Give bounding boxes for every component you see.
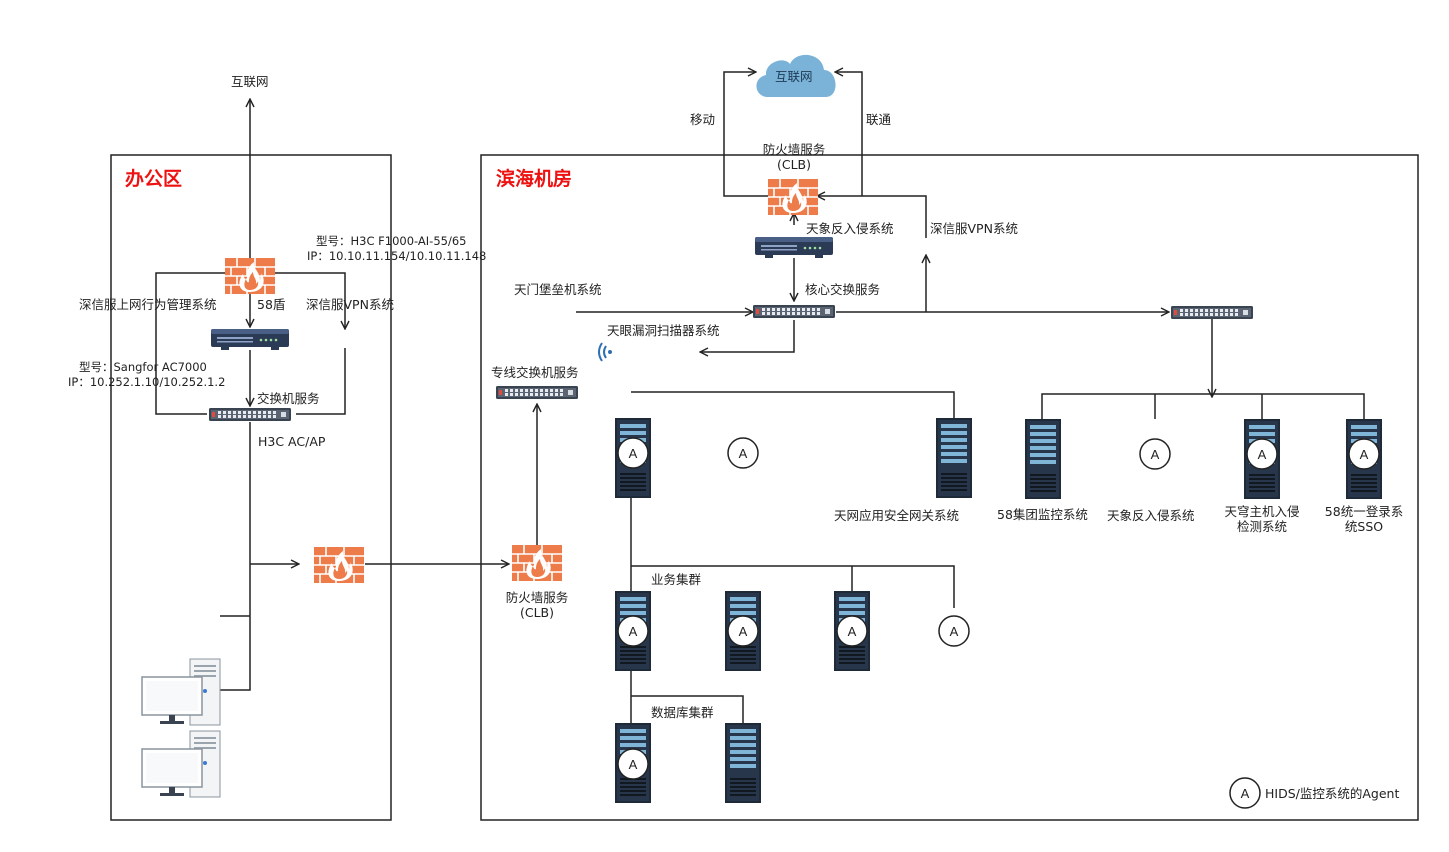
ac-model-label: 型号：Sangfor AC7000	[79, 360, 207, 374]
agent-letter: A	[629, 757, 638, 772]
group-monitor-label: 58集团监控系统	[997, 507, 1088, 522]
tianwang-label: 天网应用安全网关系统	[834, 508, 960, 523]
datacenter-entry-firewall-icon	[511, 544, 563, 582]
dedicated-switch-icon	[496, 386, 578, 399]
scanner-wave-icon	[598, 342, 612, 362]
datacenter-top-firewall-icon	[767, 178, 819, 216]
agent-letter: A	[950, 624, 959, 639]
cloud-icon	[756, 54, 836, 97]
tianxiang-label: 天象反入侵系统	[806, 221, 894, 236]
entry-firewall-label: 防火墙服务 (CLB)	[495, 590, 579, 620]
tianxiang-device-icon	[755, 237, 833, 258]
core-switch-label: 核心交换服务	[805, 282, 881, 297]
office-switch-label: 交换机服务	[257, 391, 320, 406]
office-zone-title: 办公区	[125, 168, 183, 190]
office-links	[155, 100, 508, 691]
tianqiong-label-line1: 天穹主机入侵	[1224, 504, 1300, 519]
h3c-ac-label: H3C AC/AP	[258, 434, 326, 449]
agent-letter: A	[848, 624, 857, 639]
server-icon	[936, 418, 972, 498]
business-cluster-label: 业务集群	[651, 572, 702, 587]
datacenter-zone-title: 滨海机房	[496, 168, 573, 190]
agent-letter: A	[629, 446, 638, 461]
db-cluster-label: 数据库集群	[651, 705, 714, 720]
tianqiong-label: 天穹主机入侵 检测系统	[1212, 504, 1312, 534]
ac-ip-label: IP：10.252.1.10/10.252.1.2	[68, 375, 226, 389]
vpn-tunnel-firewall-icon	[313, 546, 365, 584]
dedicated-switch-label: 专线交换机服务	[491, 365, 579, 380]
sso-label-line1: 58统一登录系	[1324, 504, 1404, 519]
top-firewall-label: 防火墙服务 (CLB)	[752, 142, 836, 172]
agent-letter: A	[1258, 447, 1267, 462]
sso-label-line2: 统SSO	[1344, 519, 1384, 534]
office-internet-label: 互联网	[231, 74, 269, 89]
office-firewall-icon	[224, 257, 276, 295]
cloud-label: 互联网	[775, 69, 813, 84]
top-firewall-label-line2: (CLB)	[776, 157, 812, 172]
office-vpn-label: 深信服VPN系统	[306, 297, 394, 312]
office-58dun-device-icon	[211, 329, 289, 350]
datacenter-zone-box	[480, 154, 1419, 821]
server-icon	[1025, 419, 1061, 499]
agent-letter: A	[1360, 447, 1369, 462]
unicom-label: 联通	[866, 112, 892, 127]
datacenter-vpn-label: 深信服VPN系统	[930, 221, 1018, 236]
entry-firewall-label-line1: 防火墙服务	[505, 590, 569, 605]
top-firewall-label-line1: 防火墙服务	[762, 142, 826, 157]
office-zone-box	[110, 154, 392, 821]
sso-label: 58统一登录系 统SSO	[1314, 504, 1414, 534]
right-switch-icon	[1171, 306, 1253, 319]
behavior-mgmt-label: 深信服上网行为管理系统	[79, 297, 217, 312]
office-switch-icon	[209, 408, 291, 421]
core-switch-icon	[753, 305, 835, 318]
legend-label: HIDS/监控系统的Agent	[1265, 786, 1400, 801]
datacenter-links	[537, 72, 1365, 723]
tianmen-label: 天门堡垒机系统	[514, 282, 602, 297]
dun58-label: 58盾	[257, 297, 286, 312]
agent-letter: A	[739, 624, 748, 639]
agent-letter: A	[629, 624, 638, 639]
office-fw-model-label: 型号：H3C F1000-AI-55/65	[316, 234, 467, 248]
agent-letter: A	[739, 446, 748, 461]
mobile-label: 移动	[690, 112, 716, 127]
entry-firewall-label-line2: (CLB)	[519, 605, 555, 620]
legend-agent-letter: A	[1241, 786, 1250, 801]
pc-icon	[141, 730, 221, 798]
agent-letter: A	[1151, 447, 1160, 462]
server-icon	[725, 723, 761, 803]
office-fw-ip-label: IP：10.10.11.154/10.10.11.148	[307, 249, 487, 263]
agent-marker-letters: A A A A A A A A A A A	[629, 446, 1369, 801]
tianqiong-label-line2: 检测系统	[1236, 519, 1287, 534]
pc-icon	[141, 658, 221, 726]
tianxiang-2-label: 天象反入侵系统	[1107, 508, 1195, 523]
tianyan-label: 天眼漏洞扫描器系统	[607, 323, 720, 338]
